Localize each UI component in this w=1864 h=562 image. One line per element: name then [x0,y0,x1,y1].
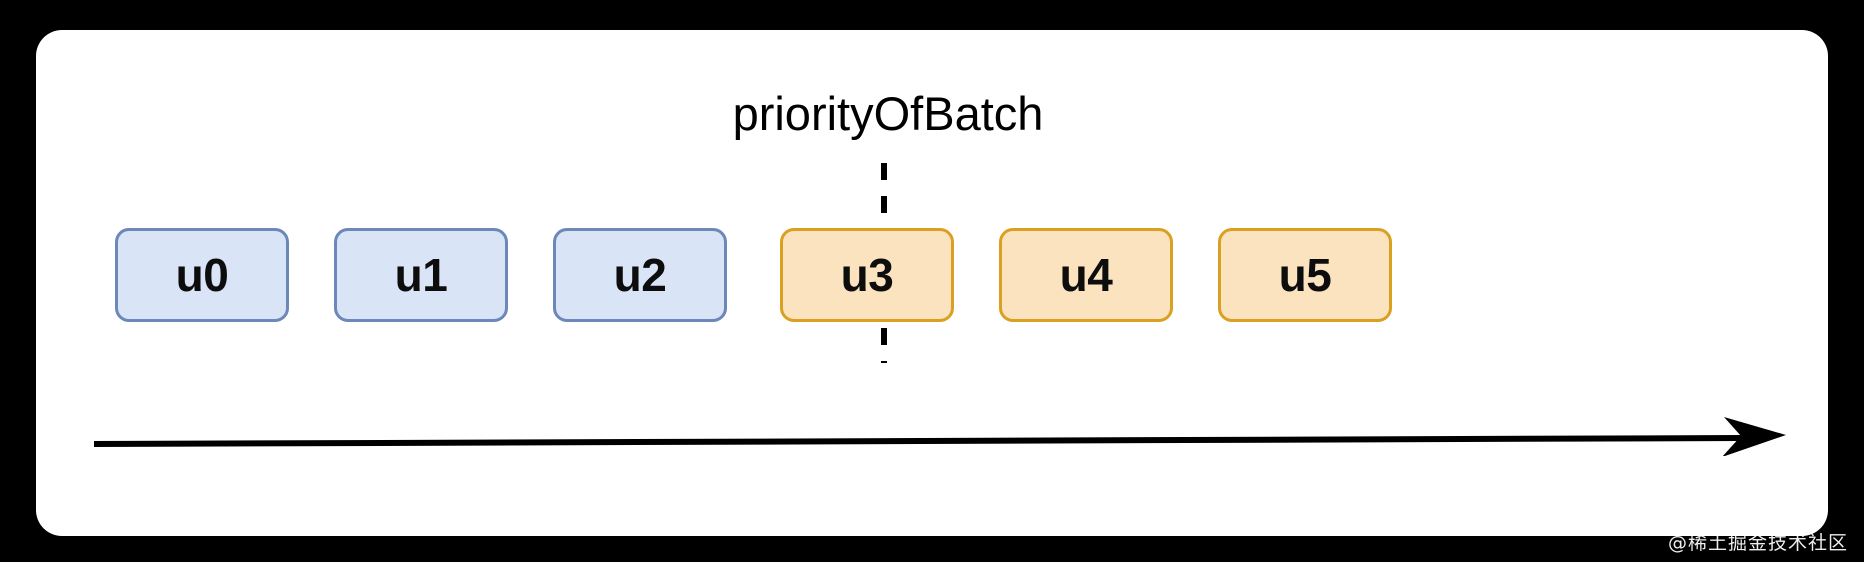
task-box-u0[interactable]: u0 [115,228,289,322]
task-box-label: u4 [1059,249,1113,301]
watermark-text: @稀土掘金技术社区 [1667,532,1848,554]
task-box-row: u0 u1 u2 u3 u4 u5 [36,30,1828,536]
timeline-arrow-icon [94,417,1786,456]
task-box-u4[interactable]: u4 [999,228,1173,322]
task-box-label: u0 [175,249,229,301]
task-box-label: u1 [394,249,448,301]
task-box-label: u3 [840,249,894,301]
task-box-u1[interactable]: u1 [334,228,508,322]
task-box-u2[interactable]: u2 [553,228,727,322]
diagram-canvas: priorityOfBatch u0 u1 u2 u3 u4 [36,30,1828,536]
timeline-axis [94,416,1786,456]
diagram-title: priorityOfBatch [732,87,1044,140]
task-box-label: u5 [1278,249,1332,301]
diagram-card: priorityOfBatch u0 u1 u2 u3 u4 [36,30,1828,536]
task-box-u5[interactable]: u5 [1218,228,1392,322]
task-box-label: u2 [613,249,667,301]
task-box-u3[interactable]: u3 [780,228,954,322]
